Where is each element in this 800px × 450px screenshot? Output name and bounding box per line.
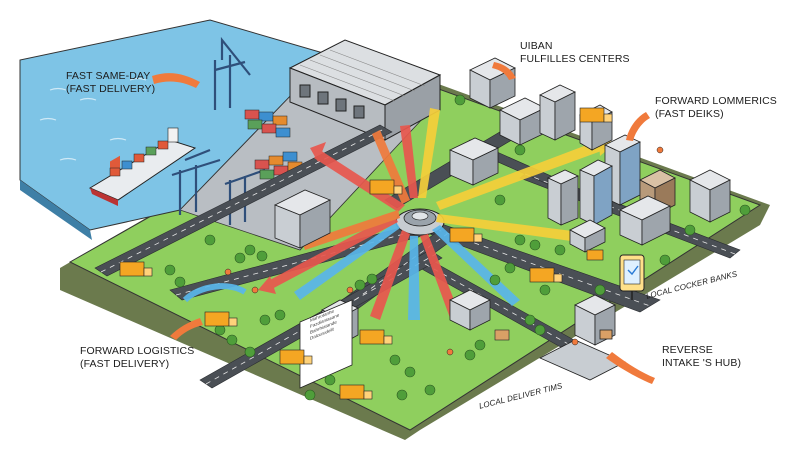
label-line: (FAST DEIKS) (655, 108, 724, 120)
label-forward-logistics: FORWARD LOGISTICS (FAST DELIVERY) (80, 345, 194, 371)
harbor-water (19, 19, 331, 240)
label-line: (FAST DELIVERY) (80, 358, 170, 370)
label-line: FORWARD LOGISTICS (80, 345, 195, 357)
central-hub (395, 208, 445, 236)
info-billboard (299, 299, 353, 389)
city-buildings (274, 57, 731, 346)
label-line: INTAKE 'S HUB) (662, 357, 742, 369)
flow-arrows (182, 108, 614, 320)
label-line: FULFILLES CENTERS (520, 53, 630, 65)
delivery-trucks (119, 107, 613, 400)
locker-sign (619, 254, 645, 300)
container-stacks (244, 109, 303, 180)
label-line: FORWARD LOMMERICS (655, 95, 777, 107)
reverse-hub-building (539, 294, 626, 381)
label-fast-same-day: FAST SAME-DAY (FAST DELIVERY) (66, 70, 155, 96)
couriers (224, 146, 664, 356)
label-line: (FAST DELIVERY) (66, 83, 156, 95)
label-reverse-hub: REVERSE INTAKE 'S HUB) (662, 344, 741, 370)
label-urban-centers: UIBAN FULFILLES CENTERS (520, 40, 630, 66)
callout-arrows (152, 62, 655, 384)
trees (164, 94, 751, 401)
label-line: FAST SAME-DAY (66, 70, 151, 82)
label-forward-commerce: FORWARD LOMMERICS (FAST DEIKS) (655, 95, 777, 121)
label-line: REVERSE (662, 344, 713, 356)
container-ship (88, 127, 197, 206)
label-line: UIBAN (520, 40, 553, 52)
